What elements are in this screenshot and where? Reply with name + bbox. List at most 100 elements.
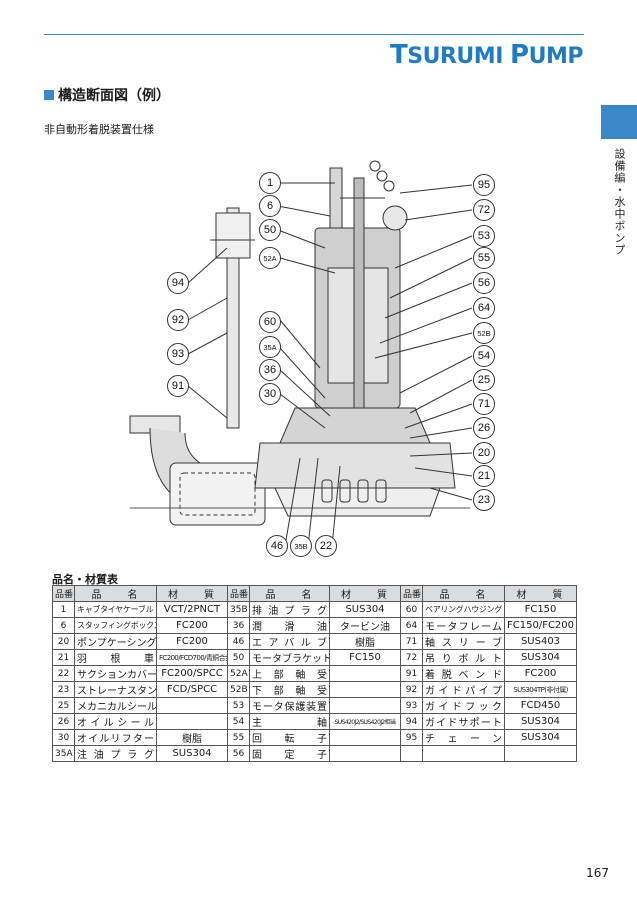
cell-material <box>329 729 401 746</box>
cell-material: FC200 <box>156 617 228 634</box>
cell-name: 注油プラグ <box>74 745 157 762</box>
cell-material: 樹脂 <box>156 729 228 746</box>
table-row: 25 メカニカルシール 53 モータ保護装置 93 ガイドフック FCD450 <box>52 697 577 714</box>
cell-material: SUS304TP(非付属) <box>504 681 577 698</box>
callout-23: 23 <box>473 489 495 511</box>
cell-no: 25 <box>52 697 75 714</box>
callout-56: 56 <box>473 272 495 294</box>
cell-name: モータフレーム <box>422 617 505 634</box>
section-title-text: 構造断面図（例） <box>58 88 170 104</box>
table-row: 20 ポンプケーシング FC200 46 エアバルブ 樹脂 71 軸スリーブ S… <box>52 633 577 650</box>
callout-6: 6 <box>259 195 281 217</box>
page-number: 167 <box>586 866 609 880</box>
cell-no: 35B <box>227 601 250 618</box>
cell-name: 主軸 <box>249 713 330 730</box>
callout-95: 95 <box>473 174 495 196</box>
section-title: 構造断面図（例） <box>44 85 170 105</box>
callout-60: 60 <box>259 311 281 333</box>
col-header: 品 名 <box>422 585 505 602</box>
cell-material <box>329 681 401 698</box>
cell-name: 潤滑油 <box>249 617 330 634</box>
section-marker <box>44 90 54 100</box>
callout-21: 21 <box>473 465 495 487</box>
cell-name: モータ保護装置 <box>249 697 330 714</box>
cell-no: 20 <box>52 633 75 650</box>
cell-name: オイルシール <box>74 713 157 730</box>
callout-22: 22 <box>315 535 337 557</box>
cell-no: 64 <box>400 617 423 634</box>
cell-no: 52A <box>227 665 250 682</box>
col-header: 品 名 <box>74 585 157 602</box>
cell-name: 固定子 <box>249 745 330 762</box>
table-title: 品名・材質表 <box>52 573 118 586</box>
cell-no: 95 <box>400 729 423 746</box>
cell-name: ストレーナスタンド <box>74 681 157 698</box>
cell-name: ガイドサポート <box>422 713 505 730</box>
cell-no: 50 <box>227 649 250 666</box>
callout-91: 91 <box>167 375 189 397</box>
brand-logo: TSURUMI PUMP <box>390 40 583 70</box>
callout-35b: 35B <box>290 535 312 557</box>
col-header: 材 質 <box>329 585 401 602</box>
table-row: 23 ストレーナスタンド FCD/SPCC 52B 下部軸受 92 ガイドパイプ… <box>52 681 577 698</box>
callout-52b: 52B <box>473 322 495 344</box>
table-row: 1 キャブタイヤケーブル VCT/2PNCT 35B 排油プラグ SUS304 … <box>52 601 577 618</box>
callout-36: 36 <box>259 359 281 381</box>
cell-no: 6 <box>52 617 75 634</box>
table-header-row: 品番 品 名 材 質 品番 品 名 材 質 品番 品 名 材 質 <box>52 585 577 602</box>
col-header: 品番 <box>227 585 250 602</box>
col-header: 品 名 <box>249 585 330 602</box>
cell-name: キャブタイヤケーブル <box>74 601 157 618</box>
table-row: 22 サクションカバー FC200/SPCC 52A 上部軸受 91 着脱ベンド… <box>52 665 577 682</box>
callout-26: 26 <box>473 417 495 439</box>
callout-92: 92 <box>167 309 189 331</box>
cell-no: 94 <box>400 713 423 730</box>
cell-material: FC150 <box>329 649 401 666</box>
cell-material: FC200 <box>504 665 577 682</box>
table-row: 30 オイルリフター 樹脂 55 回転子 95 チェーン SUS304 <box>52 729 577 746</box>
col-header: 品番 <box>52 585 75 602</box>
cell-material <box>156 713 228 730</box>
cell-name: 着脱ベンド <box>422 665 505 682</box>
cell-material: SUS304 <box>504 649 577 666</box>
cell-no: 53 <box>227 697 250 714</box>
cell-no: 60 <box>400 601 423 618</box>
cell-material: FC200 <box>156 633 228 650</box>
callout-50: 50 <box>259 219 281 241</box>
cell-material: FC200/SPCC <box>156 665 228 682</box>
cell-material <box>329 665 401 682</box>
callout-71: 71 <box>473 393 495 415</box>
top-rule <box>44 34 584 35</box>
table-row: 6 スタッフィングボックス FC200 36 潤滑油 タービン油 64 モータフ… <box>52 617 577 634</box>
callout-30: 30 <box>259 383 281 405</box>
col-header: 材 質 <box>504 585 577 602</box>
cell-no: 52B <box>227 681 250 698</box>
cell-no: 23 <box>52 681 75 698</box>
cell-material <box>329 697 401 714</box>
cell-material <box>329 745 401 762</box>
cell-material: タービン油 <box>329 617 401 634</box>
callout-25: 25 <box>473 369 495 391</box>
cell-material: FC150 <box>504 601 577 618</box>
cell-no: 72 <box>400 649 423 666</box>
cell-material: SUS420J2/SUS420J2相当 <box>329 713 401 730</box>
cell-name: オイルリフター <box>74 729 157 746</box>
cell-name: 羽根車 <box>74 649 157 666</box>
cell-name: メカニカルシール <box>74 697 157 714</box>
cell-no: 93 <box>400 697 423 714</box>
cell-no: 71 <box>400 633 423 650</box>
pump-drawing <box>129 160 473 547</box>
cell-material <box>504 745 577 762</box>
cell-name: 排油プラグ <box>249 601 330 618</box>
cell-material: SUS304 <box>156 745 228 762</box>
cell-no: 35A <box>52 745 75 762</box>
cell-name: 下部軸受 <box>249 681 330 698</box>
callout-20: 20 <box>473 442 495 464</box>
cell-material: SUS304 <box>504 713 577 730</box>
cell-no: 21 <box>52 649 75 666</box>
cell-no: 91 <box>400 665 423 682</box>
cell-name: 上部軸受 <box>249 665 330 682</box>
callout-54: 54 <box>473 345 495 367</box>
cell-no: 36 <box>227 617 250 634</box>
cell-material: SUS304 <box>329 601 401 618</box>
